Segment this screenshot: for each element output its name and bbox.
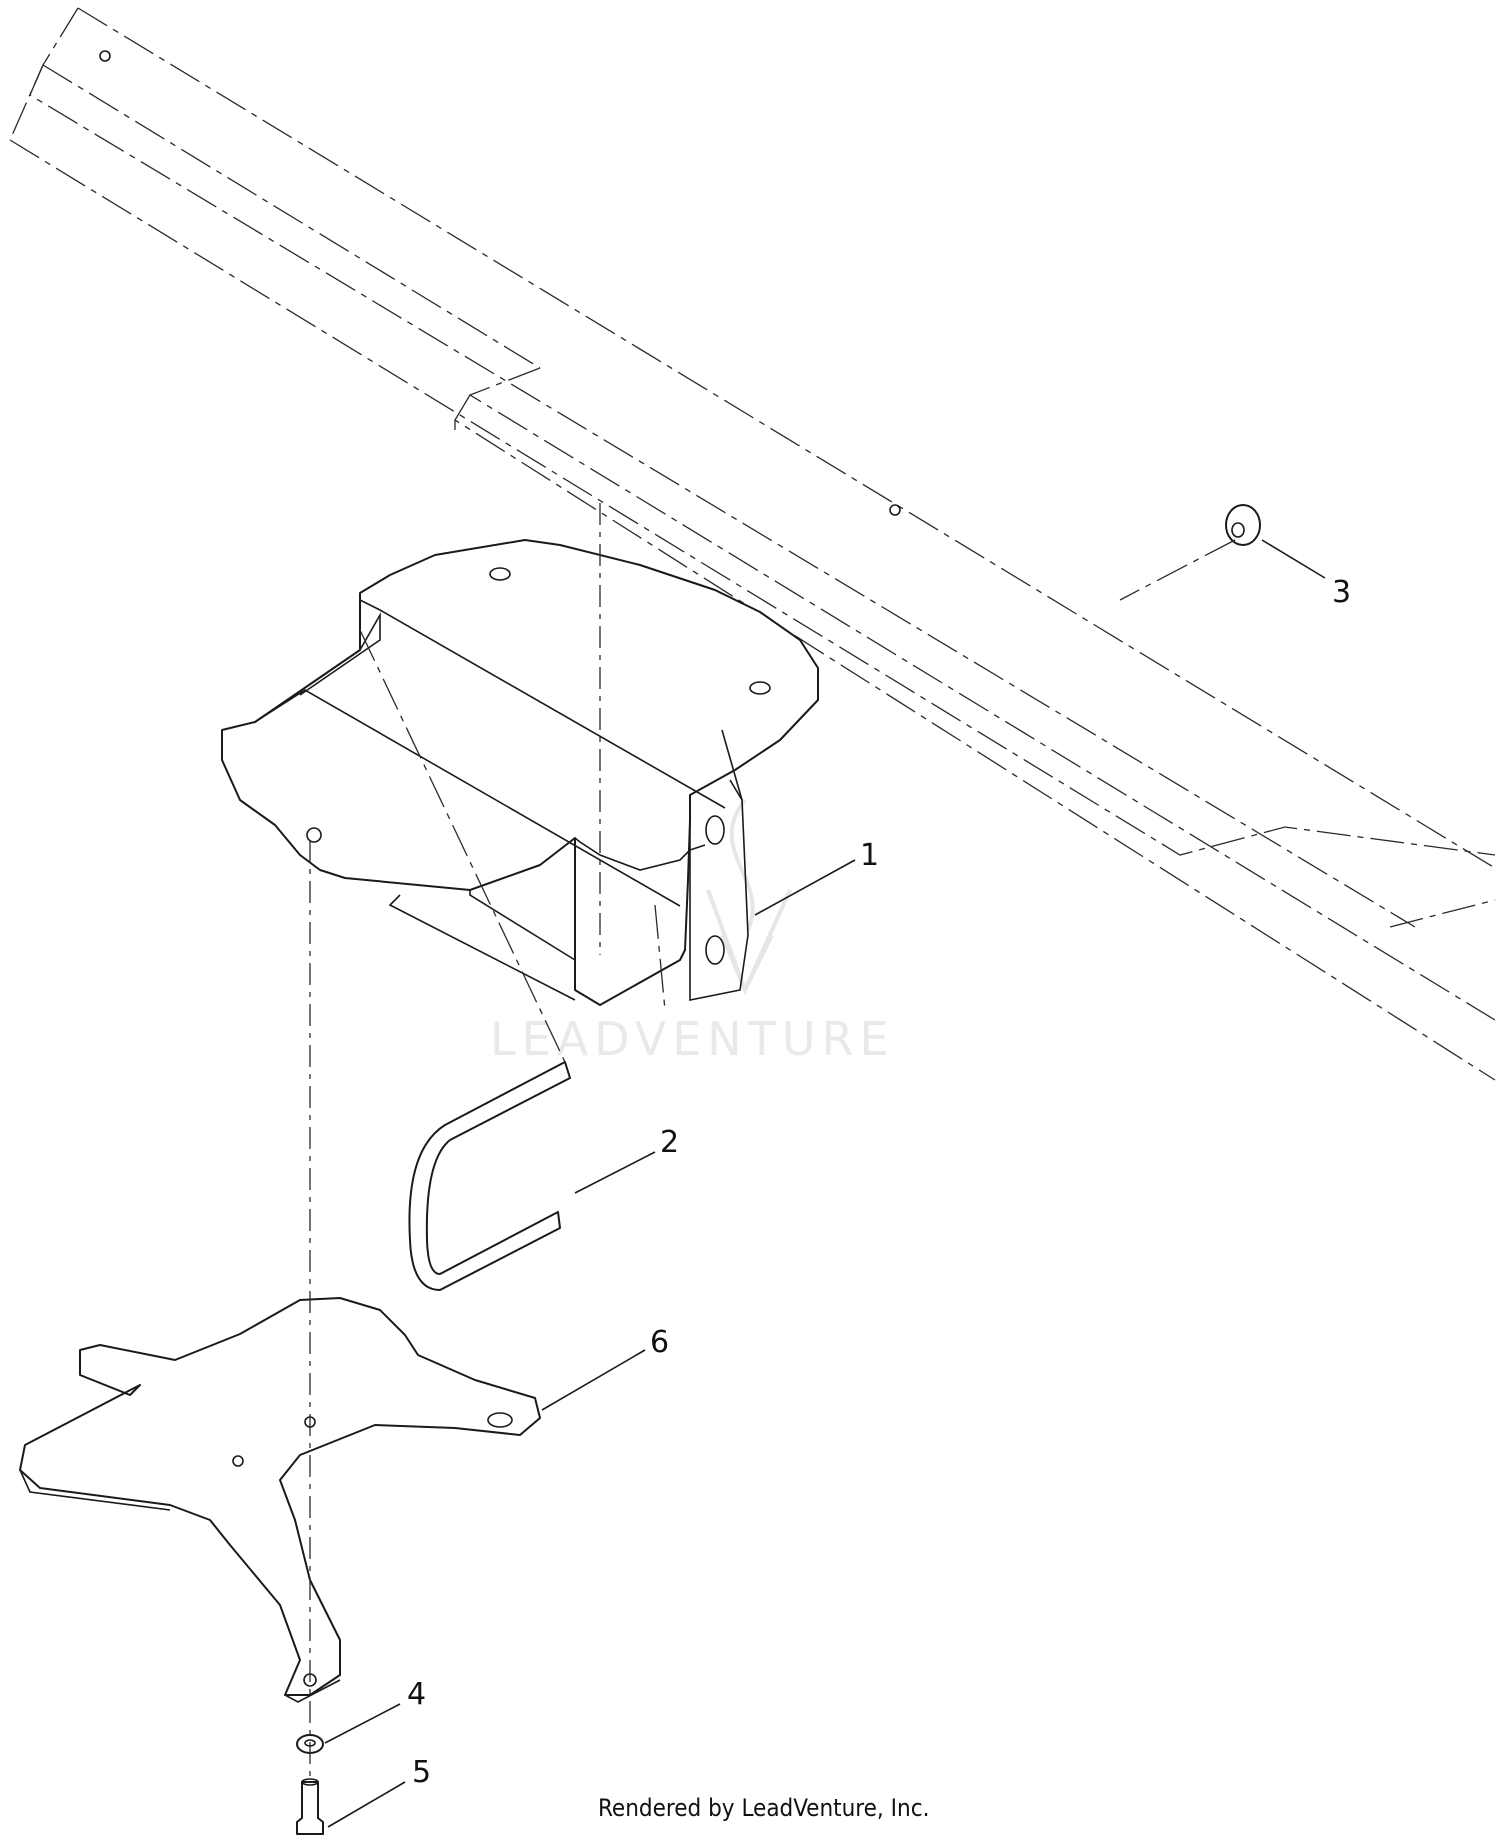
bracket-flange-hole [705,935,725,965]
callout-3: 3 [1332,575,1351,610]
part-3-flange-nut [1119,504,1261,601]
plate-slot [487,1412,513,1428]
part-1-bracket [221,539,819,1006]
frame-hole [99,50,111,62]
callouts: 1 2 3 4 5 6 [324,539,1351,1828]
part-6-plate [19,1297,541,1703]
frame-tube-phantom [9,7,1496,1081]
part-2-u-bolt [359,629,666,1291]
watermark-text: LEADVENTURE [490,1012,895,1066]
leader-1 [754,859,856,916]
render-credit: Rendered by LeadVenture, Inc. [598,1794,930,1822]
watermark-logo-icon [706,798,792,996]
callout-2: 2 [660,1125,679,1160]
leader-2 [574,1151,656,1194]
leader-3 [1261,539,1326,579]
callout-4: 4 [407,1677,426,1712]
bracket-slot [489,567,511,581]
bracket-hole [306,827,322,843]
part-5-bolt [296,1778,324,1835]
leader-6 [541,1349,646,1411]
center-lines [309,503,601,1782]
callout-6: 6 [650,1325,669,1360]
watermark: LEADVENTURE [490,798,895,1066]
plate-hole [232,1455,244,1467]
callout-5: 5 [412,1755,431,1790]
bracket-slot [749,681,771,695]
leader-5 [327,1781,406,1828]
bracket-flange-hole [705,815,725,845]
frame-hole [889,504,901,516]
callout-1: 1 [860,838,879,873]
leader-4 [324,1703,401,1744]
